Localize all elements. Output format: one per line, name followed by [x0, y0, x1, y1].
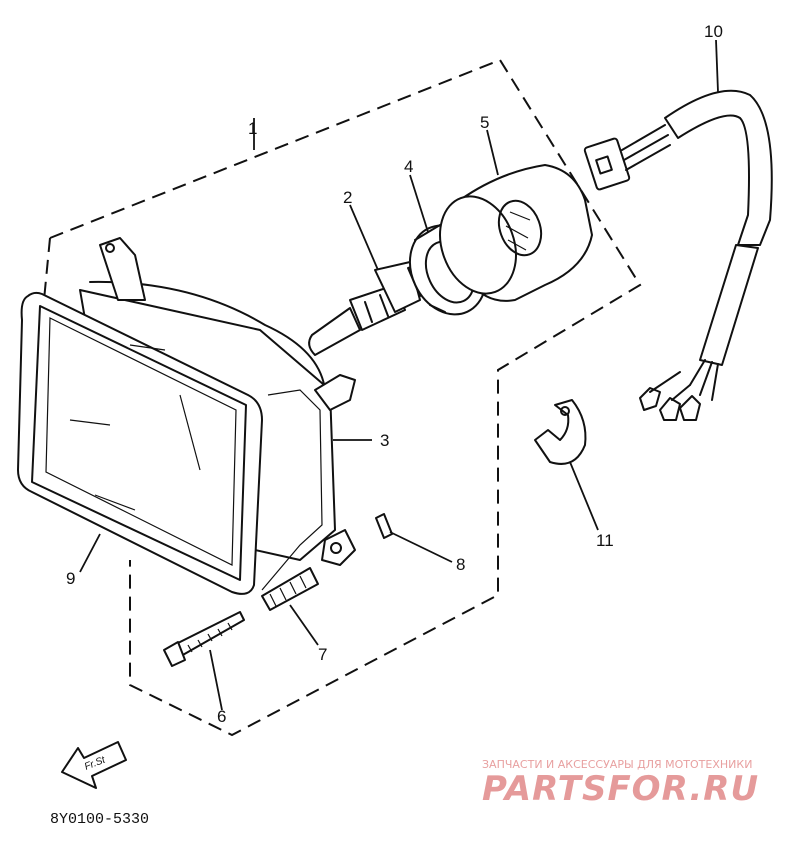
small-spring [375, 513, 393, 539]
watermark-brand: PARTSFOR.RU [482, 769, 759, 809]
assembly-boundary [49, 58, 642, 737]
callout-4: 4 [404, 157, 413, 176]
callout-6: 6 [217, 707, 226, 726]
spring [261, 567, 319, 611]
callout-1: 1 [248, 119, 257, 138]
adjusting-screw [163, 611, 245, 667]
watermark-tagline: ЗАПЧАСТИ И АКСЕССУАРЫ ДЛЯ МОТОТЕХНИКИ [482, 758, 752, 771]
callout-3: 3 [380, 431, 389, 450]
rubber-cover [439, 164, 593, 302]
assembly-boundary-left [43, 237, 51, 301]
callout-7: 7 [318, 645, 327, 664]
front-direction-arrow: Fr.St [61, 741, 127, 789]
callout-10: 10 [704, 22, 723, 41]
callout-8: 8 [456, 555, 465, 574]
wire-clamp [534, 399, 587, 465]
callout-11: 11 [596, 531, 614, 550]
callout-9: 9 [66, 569, 75, 588]
headlight-unit [17, 237, 356, 595]
wire-harness [583, 89, 773, 421]
diagram-code: 8Y0100-5330 [50, 811, 149, 828]
leader-lines [79, 39, 719, 711]
callout-5: 5 [480, 113, 489, 132]
callout-2: 2 [343, 188, 352, 207]
